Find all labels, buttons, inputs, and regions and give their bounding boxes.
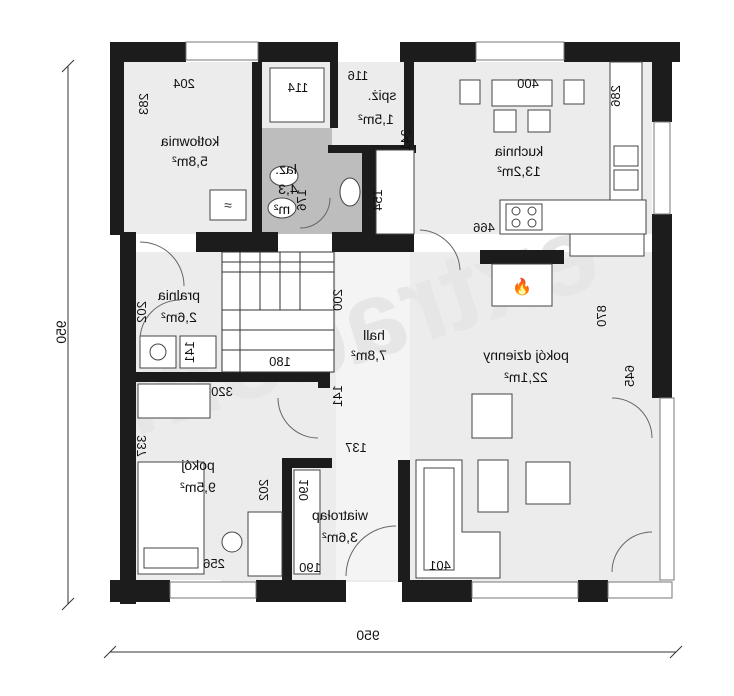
room-area-pralnia: 2,6m² — [161, 309, 197, 325]
bathroom-fixtures — [267, 67, 361, 219]
room-area-spizarnia: 1,5m² — [358, 111, 394, 127]
overall-height-label: 950 — [53, 320, 69, 344]
dim-kuchnia-top: 400 — [517, 76, 539, 91]
dim-bath-small: 154 — [370, 189, 385, 211]
dim-wiatr-top: 190 — [296, 479, 311, 501]
dim-pokoj-w: 202 — [256, 479, 271, 501]
fireplace: 🔥 — [480, 250, 564, 307]
dim-living-w: 870 — [594, 305, 609, 327]
other-furniture — [137, 335, 321, 577]
room-area-unit-lazienka: m² — [274, 201, 291, 217]
dim-kuchnia-side: 286 — [608, 85, 623, 107]
dim-kuchnia-width: 466 — [473, 220, 495, 235]
dim-living-bottom: 401 — [429, 558, 451, 573]
dim-pokoj-side: 337 — [134, 435, 149, 457]
room-area-pokoj: 9,5m² — [180, 479, 216, 495]
room-name-pokoj-dzienny: pokój dzienny — [483, 347, 569, 363]
room-name-wiatrolap: wiatrołap — [312, 507, 369, 523]
room-area-lazienka: 4,3 — [278, 181, 298, 197]
dim-laz-h: 176 — [294, 189, 309, 211]
dim-kuchnia-left: 241 — [398, 129, 413, 151]
kitchen-units — [375, 61, 647, 257]
dim-living-side: 645 — [622, 365, 637, 387]
stairs — [221, 251, 335, 373]
overall-width-label: 950 — [356, 627, 380, 643]
dim-stairs-width: 180 — [269, 354, 291, 369]
dim-hall-w: 200 — [330, 289, 345, 311]
walls — [110, 42, 680, 604]
dim-shower: 114 — [288, 80, 309, 95]
spiz-floor — [332, 62, 412, 148]
heat-icon: ≈ — [224, 197, 232, 213]
dim-spiz-top: 116 — [348, 68, 369, 83]
dim-hall-h: 141 — [330, 385, 345, 407]
dim-pokoj-bottom: 256 — [203, 556, 225, 571]
windows — [169, 41, 675, 599]
dim-kotlownia-side: 283 — [136, 93, 151, 115]
dim-kotlownia-top: 204 — [173, 76, 195, 91]
room-name-lazienka: łaz. — [275, 161, 297, 177]
room-name-spizarnia: spiż. — [368, 87, 397, 103]
dim-wiatr-bottom: 190 — [299, 560, 321, 575]
room-area-kuchnia: 13,2m² — [497, 163, 541, 179]
dimension-lines — [61, 59, 683, 659]
doors — [139, 197, 653, 577]
dim-hall-bottom: 137 — [345, 440, 367, 455]
boiler: ≈ — [209, 189, 247, 221]
room-area-hall: 7,8m² — [351, 347, 387, 363]
dim-pokoj-top: 320 — [211, 384, 233, 399]
flame-icon: 🔥 — [512, 277, 532, 296]
dim-pralnia-h: 141 — [182, 341, 197, 363]
room-area-wiatrolap: 3,6m² — [322, 529, 358, 545]
room-name-pokoj: pokój — [181, 457, 214, 473]
room-area-kotlownia: 5,8m² — [172, 153, 208, 169]
room-name-hall: hall — [363, 327, 385, 343]
room-area-pokoj-dzienny: 22,1m² — [504, 369, 548, 385]
room-name-kuchnia: kuchnia — [495, 143, 543, 159]
living-furniture — [415, 393, 571, 579]
room-name-pralnia: pralnia — [158, 287, 200, 303]
room-name-kotlownia: kotłownia — [161, 133, 220, 149]
dim-pralnia-w: 202 — [134, 301, 149, 323]
